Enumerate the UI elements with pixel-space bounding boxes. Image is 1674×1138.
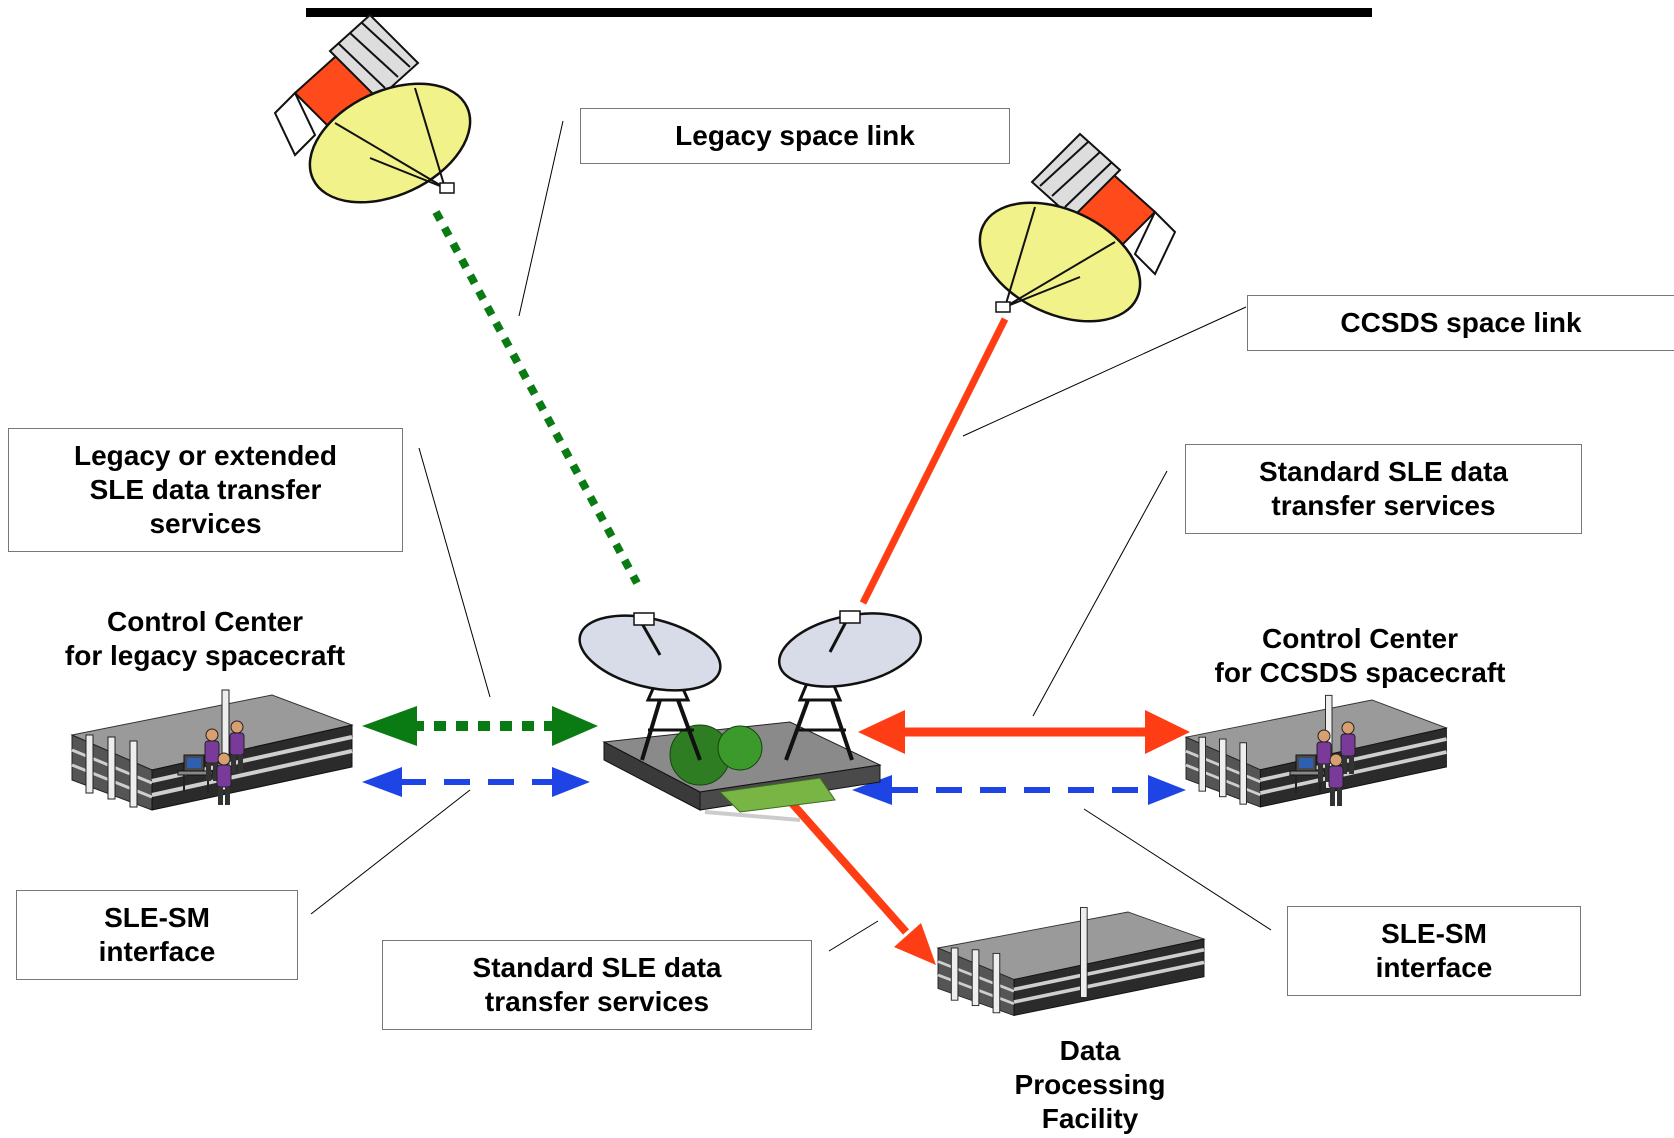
control-center-ccsds-caption: Control Center for CCSDS spacecraft <box>1214 623 1506 688</box>
standard-services-right-label: Standard SLE data transfer services <box>1185 444 1582 534</box>
leader-standard-services-right <box>1032 470 1168 717</box>
leader-lines <box>310 120 1272 952</box>
standard-services-right-arrow <box>858 710 1190 754</box>
top-rule <box>306 8 1372 17</box>
control-center-building-icon <box>1184 693 1449 809</box>
legacy-services-label: Legacy or extended SLE data transfer ser… <box>8 428 403 552</box>
data-processing-caption: Data Processing Facility <box>1014 1035 1166 1134</box>
sle-sm-right-arrow <box>852 775 1186 805</box>
ground-station-icon <box>578 610 923 822</box>
sle-sm-left-label: SLE-SM interface <box>16 890 298 980</box>
control-center-legacy-caption: Control Center for legacy spacecraft <box>64 606 346 671</box>
leader-standard-services-bottom <box>828 920 879 952</box>
leader-sle-sm-left <box>310 789 471 915</box>
leader-legacy-space-link <box>518 120 564 317</box>
standard-services-bottom-arrow <box>779 789 936 965</box>
leader-ccsds-space-link <box>962 306 1247 437</box>
leader-legacy-services <box>418 447 491 698</box>
legacy-services-arrow <box>362 706 598 746</box>
ccsds-space-link-line <box>859 317 1009 605</box>
leader-sle-sm-right <box>1083 808 1272 931</box>
legacy-space-link-line <box>432 210 641 585</box>
sle-sm-left-arrow <box>362 767 590 797</box>
satellite-icon <box>959 132 1177 347</box>
standard-services-bottom-label: Standard SLE data transfer services <box>382 940 812 1030</box>
satellite-icon <box>273 13 491 228</box>
control-center-building-icon <box>70 688 354 812</box>
sle-sm-right-label: SLE-SM interface <box>1287 906 1581 996</box>
ccsds-space-link-label: CCSDS space link <box>1247 295 1674 351</box>
data-processing-building-icon <box>936 905 1206 1018</box>
legacy-space-link-label: Legacy space link <box>580 108 1010 164</box>
